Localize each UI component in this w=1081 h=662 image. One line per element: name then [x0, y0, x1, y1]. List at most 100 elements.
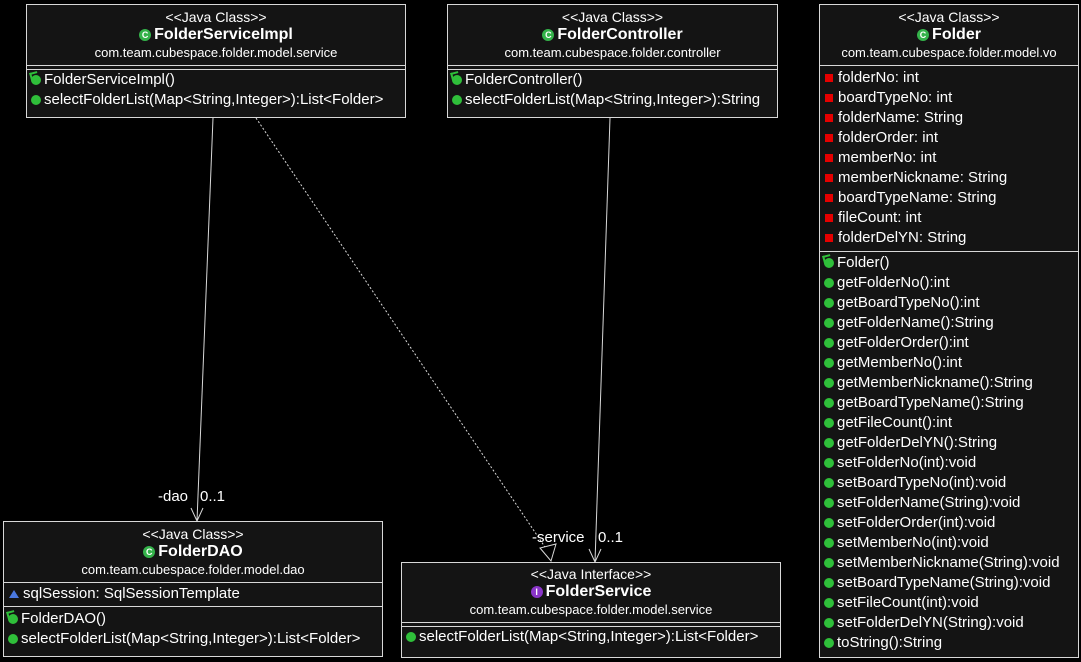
- public-method-icon: [824, 578, 834, 588]
- field-row[interactable]: boardTypeNo: int: [820, 88, 1078, 108]
- private-field-icon: [825, 114, 833, 122]
- private-field-icon: [825, 134, 833, 142]
- method-row[interactable]: setFolderDelYN(String):void: [820, 613, 1078, 633]
- method-row[interactable]: Folder(): [820, 253, 1078, 273]
- methods-section: selectFolderList(Map<String,Integer>):Li…: [402, 626, 780, 647]
- interface-icon: I: [530, 586, 543, 598]
- public-method-icon: [824, 478, 834, 488]
- stereotype-label: <<Java Class>>: [898, 9, 1000, 25]
- class-icon: C: [917, 29, 930, 41]
- package-label: com.team.cubespace.folder.model.service: [94, 45, 338, 60]
- class-icon: C: [542, 29, 555, 41]
- private-field-icon: [825, 214, 833, 222]
- constructor-icon: [452, 75, 462, 85]
- method-row[interactable]: getMemberNickname():String: [820, 373, 1078, 393]
- method-row[interactable]: setFileCount(int):void: [820, 593, 1078, 613]
- methods-section: FolderDAO() selectFolderList(Map<String,…: [4, 607, 382, 649]
- public-method-icon: [824, 538, 834, 548]
- field-row[interactable]: folderNo: int: [820, 68, 1078, 88]
- public-method-icon: [824, 458, 834, 468]
- public-method-icon: [824, 318, 834, 328]
- public-method-icon: [824, 558, 834, 568]
- stereotype-label: <<Java Class>>: [142, 526, 244, 542]
- method-row[interactable]: setBoardTypeName(String):void: [820, 573, 1078, 593]
- stereotype-label: <<Java Interface>>: [530, 566, 652, 582]
- public-method-icon: [824, 358, 834, 368]
- package-label: com.team.cubespace.folder.model.service: [469, 602, 713, 617]
- field-row[interactable]: folderName: String: [820, 108, 1078, 128]
- field-row[interactable]: memberNo: int: [820, 148, 1078, 168]
- private-field-icon: [825, 154, 833, 162]
- class-name: FolderController: [557, 26, 683, 43]
- field-row[interactable]: fileCount: int: [820, 208, 1078, 228]
- constructor-icon: [8, 614, 18, 624]
- package-label: com.team.cubespace.folder.model.vo: [841, 45, 1057, 60]
- class-icon: C: [143, 546, 156, 558]
- public-method-icon: [824, 378, 834, 388]
- dao-association-line: [196, 117, 214, 522]
- method-row[interactable]: selectFolderList(Map<String,Integer>):Li…: [27, 90, 405, 110]
- method-row[interactable]: selectFolderList(Map<String,Integer>):Li…: [402, 627, 780, 647]
- public-method-icon: [31, 95, 41, 105]
- method-row[interactable]: getFolderName():String: [820, 313, 1078, 333]
- public-method-icon: [824, 298, 834, 308]
- method-row[interactable]: FolderDAO(): [4, 609, 382, 629]
- dao-multiplicity-label: 0..1: [200, 488, 226, 505]
- public-method-icon: [824, 398, 834, 408]
- realization-arrowhead: [539, 543, 557, 563]
- methods-section: FolderController() selectFolderList(Map<…: [448, 69, 777, 110]
- method-row[interactable]: getMemberNo():int: [820, 353, 1078, 373]
- fields-section: sqlSession: SqlSessionTemplate: [4, 583, 382, 607]
- method-row[interactable]: getBoardTypeName():String: [820, 393, 1078, 413]
- field-row[interactable]: boardTypeName: String: [820, 188, 1078, 208]
- method-row[interactable]: FolderController(): [448, 70, 777, 90]
- field-row[interactable]: folderOrder: int: [820, 128, 1078, 148]
- public-method-icon: [824, 278, 834, 288]
- public-method-icon: [824, 638, 834, 648]
- public-method-icon: [8, 634, 18, 644]
- method-row[interactable]: getFolderOrder():int: [820, 333, 1078, 353]
- package-label: com.team.cubespace.folder.model.dao: [81, 562, 305, 577]
- method-row[interactable]: setFolderOrder(int):void: [820, 513, 1078, 533]
- method-row[interactable]: getFolderDelYN():String: [820, 433, 1078, 453]
- field-row[interactable]: sqlSession: SqlSessionTemplate: [4, 584, 382, 604]
- method-row[interactable]: toString():String: [820, 633, 1078, 653]
- method-row[interactable]: getFolderNo():int: [820, 273, 1078, 293]
- class-icon: C: [139, 29, 152, 41]
- method-row[interactable]: setMemberNo(int):void: [820, 533, 1078, 553]
- method-row[interactable]: setMemberNickname(String):void: [820, 553, 1078, 573]
- method-row[interactable]: FolderServiceImpl(): [27, 70, 405, 90]
- field-row[interactable]: memberNickname: String: [820, 168, 1078, 188]
- class-name: FolderServiceImpl: [154, 26, 293, 43]
- realization-line: [255, 117, 552, 557]
- dao-role-label: -dao: [158, 488, 189, 505]
- method-row[interactable]: setFolderNo(int):void: [820, 453, 1078, 473]
- method-row[interactable]: selectFolderList(Map<String,Integer>):St…: [448, 90, 777, 110]
- method-row[interactable]: setBoardTypeNo(int):void: [820, 473, 1078, 493]
- public-method-icon: [824, 598, 834, 608]
- service-role-label: -service: [532, 529, 585, 546]
- method-row[interactable]: selectFolderList(Map<String,Integer>):Li…: [4, 629, 382, 649]
- constructor-icon: [824, 258, 834, 268]
- package-field-icon: [9, 590, 19, 598]
- private-field-icon: [825, 94, 833, 102]
- method-row[interactable]: getBoardTypeNo():int: [820, 293, 1078, 313]
- method-row[interactable]: getFileCount():int: [820, 413, 1078, 433]
- public-method-icon: [824, 498, 834, 508]
- method-row[interactable]: setFolderName(String):void: [820, 493, 1078, 513]
- field-row[interactable]: folderDelYN: String: [820, 228, 1078, 248]
- stereotype-label: <<Java Class>>: [561, 9, 664, 25]
- public-method-icon: [824, 518, 834, 528]
- public-method-icon: [824, 338, 834, 348]
